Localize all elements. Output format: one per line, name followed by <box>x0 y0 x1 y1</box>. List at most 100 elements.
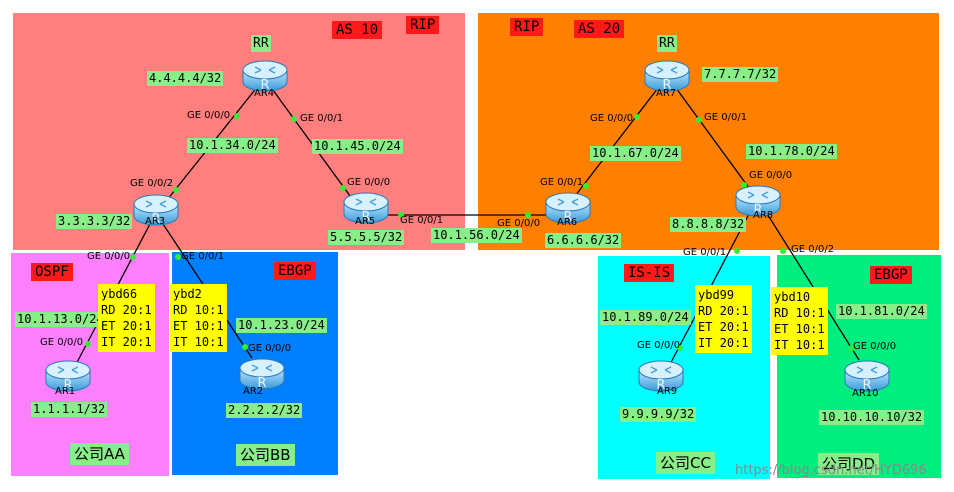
port-dot <box>85 341 91 347</box>
network-label: 10.1.67.0/24 <box>590 146 681 161</box>
port-dot <box>780 248 786 254</box>
vpn-line: RD 10:1 <box>774 306 825 320</box>
port-label: GE 0/0/0 <box>248 343 292 354</box>
vpn-line: ET 10:1 <box>774 322 825 336</box>
company-label-aa: 公司AA <box>70 443 129 465</box>
network-label: 10.1.34.0/24 <box>187 138 278 153</box>
port-dot <box>175 254 181 260</box>
rr-label-ar4: RR <box>251 35 271 52</box>
vpn-line: RD 20:1 <box>698 304 749 318</box>
loopback-ar1: 1.1.1.1/32 <box>31 402 108 417</box>
port-dot <box>398 212 404 218</box>
vpn-line: ET 20:1 <box>101 319 152 333</box>
port-dot <box>583 183 589 189</box>
company-label-dd: 公司DD <box>818 453 880 475</box>
loopback-ar2: 2.2.2.2/32 <box>226 403 303 418</box>
router-name-ar5: AR5 <box>355 216 376 227</box>
link-ar4-ar5 <box>269 85 354 201</box>
loopback-ar4: 4.4.4.4/32 <box>147 71 224 86</box>
link-ar7-ar8 <box>675 87 753 193</box>
vpn-box-ybd2: ybd2 RD 10:1 ET 10:1 IT 10:1 <box>170 284 227 352</box>
watermark: https://blog.csdn.net/HYD696 <box>735 463 927 478</box>
port-dot <box>741 182 747 188</box>
vpn-line: RD 20:1 <box>101 303 152 317</box>
network-label: 10.1.13.0/24 <box>15 312 106 327</box>
port-label: GE 0/0/1 <box>181 251 225 262</box>
loopback-ar3: 3.3.3.3/32 <box>56 214 133 229</box>
port-label: GE 0/0/0 <box>187 110 231 121</box>
port-label: GE 0/0/0 <box>87 251 131 262</box>
as20-protocol-tag: RIP <box>510 18 544 36</box>
port-dot <box>525 212 531 218</box>
port-dot <box>130 254 136 260</box>
router-name-ar4: AR4 <box>254 88 275 99</box>
router-icon-ar9[interactable]: R <box>637 358 685 394</box>
router-icon-ar4[interactable]: R <box>241 58 289 94</box>
router-icon-ar1[interactable]: R <box>44 358 92 394</box>
router-icon-ar6[interactable]: R <box>544 190 592 226</box>
port-dot <box>340 185 346 191</box>
svg-text:R: R <box>862 378 871 393</box>
router-icon-ar2[interactable]: R <box>238 356 286 392</box>
loopback-ar5: 5.5.5.5/32 <box>328 230 405 245</box>
port-dot <box>173 187 179 193</box>
vpn-line: ybd2 <box>173 287 202 301</box>
vpn-box-ybd66: ybd66 RD 20:1 ET 20:1 IT 20:1 <box>98 284 155 352</box>
port-dot <box>696 117 702 123</box>
router-name-ar10: AR10 <box>852 388 879 399</box>
company-label-bb: 公司BB <box>236 444 295 466</box>
router-icon-ar3[interactable]: R <box>132 192 180 228</box>
port-label: GE 0/0/0 <box>749 170 793 181</box>
router-icon-ar5[interactable]: R <box>342 190 390 226</box>
loopback-ar10: 10.10.10.10/32 <box>819 410 925 425</box>
vpn-line: RD 10:1 <box>173 303 224 317</box>
port-dot <box>849 345 855 351</box>
svg-text:R: R <box>361 210 370 225</box>
link-ar8-ar10 <box>765 211 860 361</box>
svg-text:R: R <box>753 203 762 218</box>
router-icon-ar7[interactable]: R <box>643 58 691 94</box>
vpn-line: IT 10:1 <box>173 335 224 349</box>
port-label: GE 0/0/2 <box>791 244 835 255</box>
port-label: GE 0/0/1 <box>683 247 727 258</box>
network-label: 10.1.78.0/24 <box>746 144 837 159</box>
network-label: 10.1.56.0/24 <box>431 228 522 243</box>
network-label: 10.1.23.0/24 <box>236 318 327 333</box>
network-label: 10.1.81.0/24 <box>836 304 927 319</box>
port-dot <box>242 344 248 350</box>
as10-protocol-tag: RIP <box>406 16 440 34</box>
svg-text:R: R <box>260 78 269 93</box>
vpn-line: ET 10:1 <box>173 319 224 333</box>
vpn-line: ybd66 <box>101 287 138 301</box>
router-name-ar8: AR8 <box>753 210 774 221</box>
vpn-box-ybd10: ybd10 RD 10:1 ET 10:1 IT 10:1 <box>771 287 828 355</box>
router-icon-ar10[interactable]: R <box>843 358 891 394</box>
loopback-ar8: 8.8.8.8/32 <box>670 217 747 232</box>
as10-tag: AS 10 <box>332 21 383 39</box>
port-label: GE 0/0/0 <box>853 341 897 352</box>
loopback-ar9: 9.9.9.9/32 <box>620 407 697 422</box>
svg-text:R: R <box>656 378 665 393</box>
port-label: GE 0/0/1 <box>540 177 584 188</box>
link-ar6-ar7 <box>571 87 659 201</box>
vpn-line: IT 20:1 <box>698 336 749 350</box>
vpn-line: IT 20:1 <box>101 335 152 349</box>
ebgp-tag-bb: EBGP <box>274 262 316 280</box>
ebgp-tag-dd: EBGP <box>870 266 912 284</box>
port-label: GE 0/0/0 <box>40 337 84 348</box>
port-dot <box>734 248 740 254</box>
svg-text:R: R <box>257 376 266 391</box>
vpn-line: ET 20:1 <box>698 320 749 334</box>
router-icon-ar8[interactable]: R <box>734 183 782 219</box>
vpn-line: ybd99 <box>698 288 735 302</box>
port-dot <box>634 114 640 120</box>
router-name-ar6: AR6 <box>557 217 578 228</box>
vpn-box-ybd99: ybd99 RD 20:1 ET 20:1 IT 20:1 <box>695 285 752 353</box>
router-name-ar2: AR2 <box>243 386 264 397</box>
as10-zone <box>13 13 465 250</box>
network-label: 10.1.45.0/24 <box>312 139 403 154</box>
ospf-tag: OSPF <box>31 263 73 281</box>
port-label: GE 0/0/1 <box>704 112 748 123</box>
port-label: GE 0/0/0 <box>590 113 634 124</box>
port-label: GE 0/0/0 <box>347 177 391 188</box>
